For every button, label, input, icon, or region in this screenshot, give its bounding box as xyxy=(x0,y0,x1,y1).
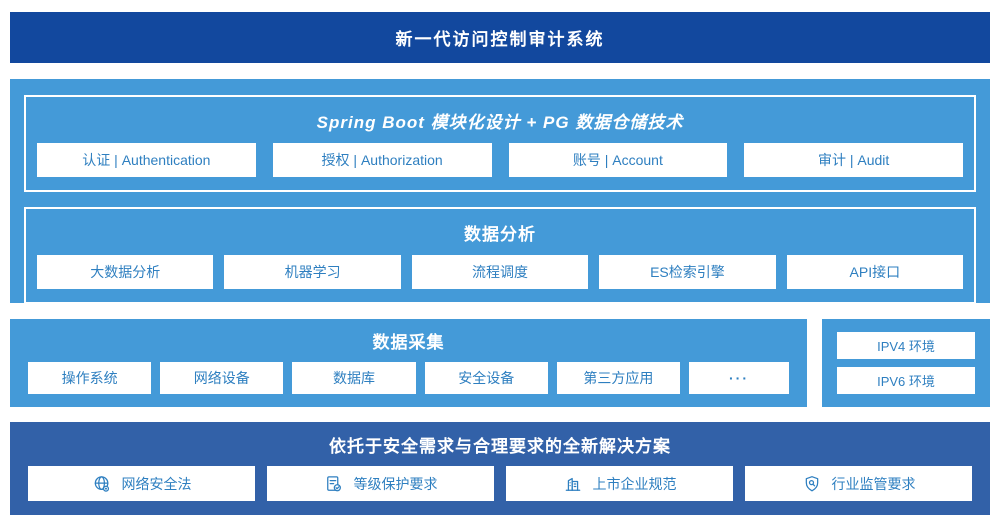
platform-section: Spring Boot 模块化设计 + PG 数据仓储技术 认证 | Authe… xyxy=(10,79,990,304)
solution-item-row: 网络安全法 等级保护要求 xyxy=(10,466,990,501)
collection-source-row: 操作系统 网络设备 数据库 安全设备 第三方应用 ··· xyxy=(10,362,807,394)
environment-section: IPV4 环境 IPV6 环境 xyxy=(822,319,990,407)
solution-item-listed-company: 上市企业规范 xyxy=(506,466,733,501)
module-authentication: 认证 | Authentication xyxy=(37,143,256,177)
solution-item-label: 上市企业规范 xyxy=(592,475,677,492)
building-icon xyxy=(563,474,583,494)
main-title: 新一代访问控制审计系统 xyxy=(395,30,605,49)
source-third-party: 第三方应用 xyxy=(556,362,681,394)
source-network-device: 网络设备 xyxy=(160,362,284,394)
module-machine-learning: 机器学习 xyxy=(224,255,401,289)
module-audit: 审计 | Audit xyxy=(744,143,963,177)
env-ipv4: IPV4 环境 xyxy=(837,332,975,359)
springboot-module-row: 认证 | Authentication 授权 | Authorization 账… xyxy=(37,143,963,190)
globe-icon xyxy=(92,474,112,494)
document-check-icon xyxy=(324,474,344,494)
collection-row: 数据采集 操作系统 网络设备 数据库 安全设备 第三方应用 ··· IPV4 环… xyxy=(10,319,990,407)
solution-item-industry-regulation: 行业监管要求 xyxy=(745,466,972,501)
collection-title: 数据采集 xyxy=(372,333,445,352)
source-security-device: 安全设备 xyxy=(424,362,548,394)
analysis-title: 数据分析 xyxy=(464,225,536,244)
solution-section: 依托于安全需求与合理要求的全新解决方案 网络安全法 xyxy=(10,422,990,515)
source-database: 数据库 xyxy=(292,362,416,394)
solution-item-cybersecurity-law: 网络安全法 xyxy=(28,466,255,501)
solution-item-label: 行业监管要求 xyxy=(831,475,916,492)
env-ipv6: IPV6 环境 xyxy=(837,367,975,394)
solution-item-label: 网络安全法 xyxy=(121,475,192,492)
solution-item-classified-protection: 等级保护要求 xyxy=(267,466,494,501)
analysis-module-row: 大数据分析 机器学习 流程调度 ES检索引擎 API接口 xyxy=(37,255,964,302)
module-es-search: ES检索引擎 xyxy=(599,255,776,289)
springboot-title: Spring Boot 模块化设计 + PG 数据仓储技术 xyxy=(316,113,684,132)
collection-section: 数据采集 操作系统 网络设备 数据库 安全设备 第三方应用 ··· xyxy=(10,319,807,407)
module-authorization: 授权 | Authorization xyxy=(272,143,492,177)
source-more-ellipsis: ··· xyxy=(689,362,790,394)
module-account: 账号 | Account xyxy=(508,143,728,177)
analysis-box: 数据分析 大数据分析 机器学习 流程调度 ES检索引擎 API接口 xyxy=(24,207,976,304)
main-title-banner: 新一代访问控制审计系统 xyxy=(10,12,990,63)
solution-title: 依托于安全需求与合理要求的全新解决方案 xyxy=(329,437,671,456)
module-bigdata: 大数据分析 xyxy=(37,255,214,289)
module-api: API接口 xyxy=(786,255,964,289)
source-os: 操作系统 xyxy=(28,362,152,394)
module-workflow: 流程调度 xyxy=(411,255,589,289)
shield-search-icon xyxy=(802,474,822,494)
solution-item-label: 等级保护要求 xyxy=(353,475,438,492)
springboot-box: Spring Boot 模块化设计 + PG 数据仓储技术 认证 | Authe… xyxy=(24,95,976,192)
